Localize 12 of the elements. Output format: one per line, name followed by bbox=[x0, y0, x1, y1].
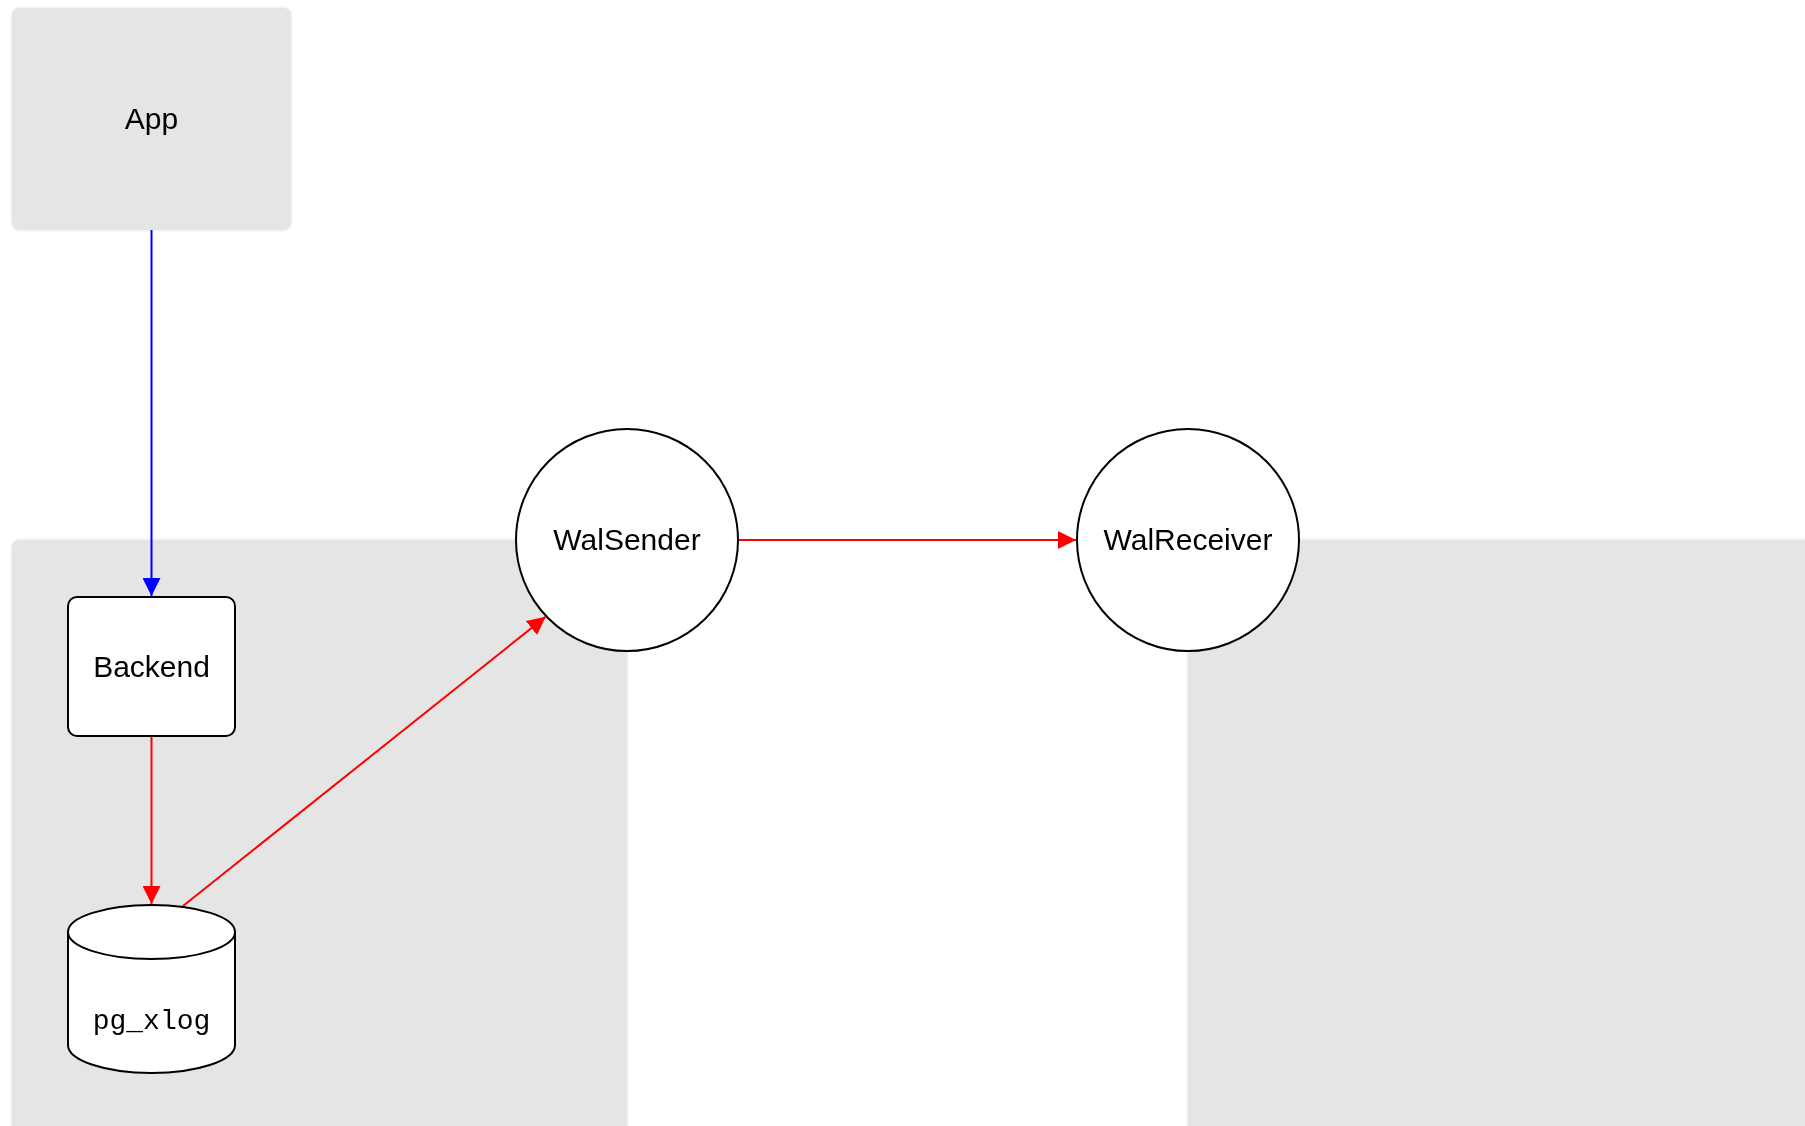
node-label: WalSender bbox=[553, 523, 701, 557]
node-label: Backend bbox=[93, 649, 210, 684]
process-box bbox=[67, 596, 236, 737]
arrow bbox=[738, 531, 1077, 549]
node-label: App bbox=[124, 102, 179, 136]
arrow bbox=[181, 615, 547, 908]
node-label: WalReceiver bbox=[1103, 523, 1273, 557]
app-box bbox=[12, 8, 291, 230]
database-cylinder bbox=[67, 904, 236, 1073]
database-label: pg_xlog bbox=[92, 1006, 211, 1037]
arrow bbox=[142, 736, 161, 905]
arrow bbox=[142, 229, 161, 597]
